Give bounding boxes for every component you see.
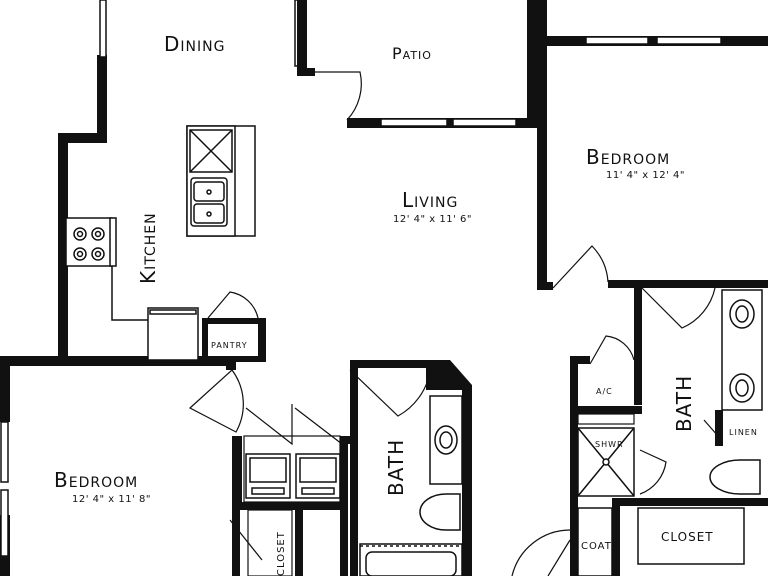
room-label-living: Living [402,188,459,212]
toilet-icon [419,493,461,531]
room-label-coat: COAT [581,541,612,552]
room-label-bath-right: BATH [672,374,696,432]
toilet-icon [709,459,761,495]
fridge-icon [147,307,199,361]
room-dims-bedroom-left: 12' 4" x 11' 8" [72,494,152,505]
room-label-closet-right: CLOSET [661,530,714,544]
kitchen-fixtures [65,125,256,361]
room-label-ac: A/C [596,387,613,396]
room-label-bedroom-right: Bedroom [586,145,671,169]
room-label-linen: LINEN [729,428,758,437]
closet-details [243,413,635,576]
room-dims-bedroom-right: 11' 4" x 12' 4" [606,170,686,181]
bath-right-fixtures [577,289,763,576]
bath-center-fixtures [359,395,463,576]
room-label-bedroom-left: Bedroom [54,468,139,492]
room-label-patio: Patio [392,44,432,63]
room-label-pantry: PANTRY [211,341,248,350]
doors [188,71,719,576]
room-label-dining: Dining [164,32,226,56]
room-label-bath-center: BATH [384,438,408,496]
stove-icon [65,217,113,267]
windows [0,36,722,557]
room-label-kitchen: Kitchen [136,212,160,284]
room-label-shower: SHWR [595,440,624,449]
room-dims-living: 12' 4" x 11' 6" [393,214,473,225]
room-label-closet-left: CLOSET [276,531,287,576]
laundry-fixtures [245,453,341,499]
